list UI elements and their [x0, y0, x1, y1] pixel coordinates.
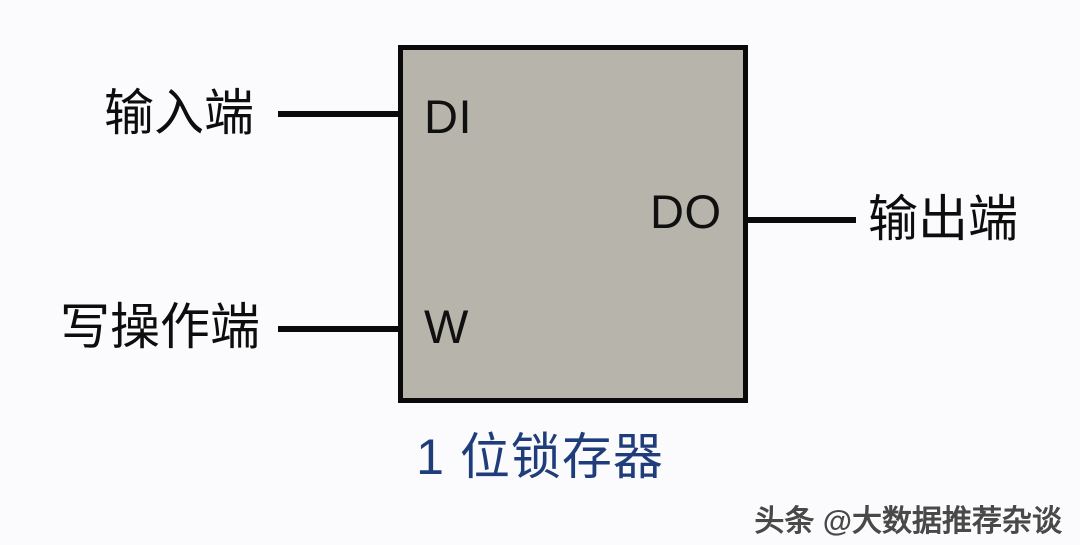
port-label-di: DI	[424, 90, 472, 143]
port-label-do: DO	[650, 185, 722, 238]
terminal-label-output: 输出端	[868, 191, 1018, 247]
lead-line-output	[746, 217, 856, 223]
port-label-w: W	[424, 300, 469, 353]
latch-block	[398, 45, 748, 403]
terminal-label-write: 写操作端	[60, 299, 260, 355]
terminal-label-input: 输入端	[104, 85, 254, 141]
lead-line-input	[278, 111, 400, 117]
lead-line-write	[278, 326, 400, 332]
watermark-text: 头条 @大数据推荐杂谈	[754, 505, 1062, 538]
diagram-caption: 1 位锁存器	[416, 429, 664, 485]
